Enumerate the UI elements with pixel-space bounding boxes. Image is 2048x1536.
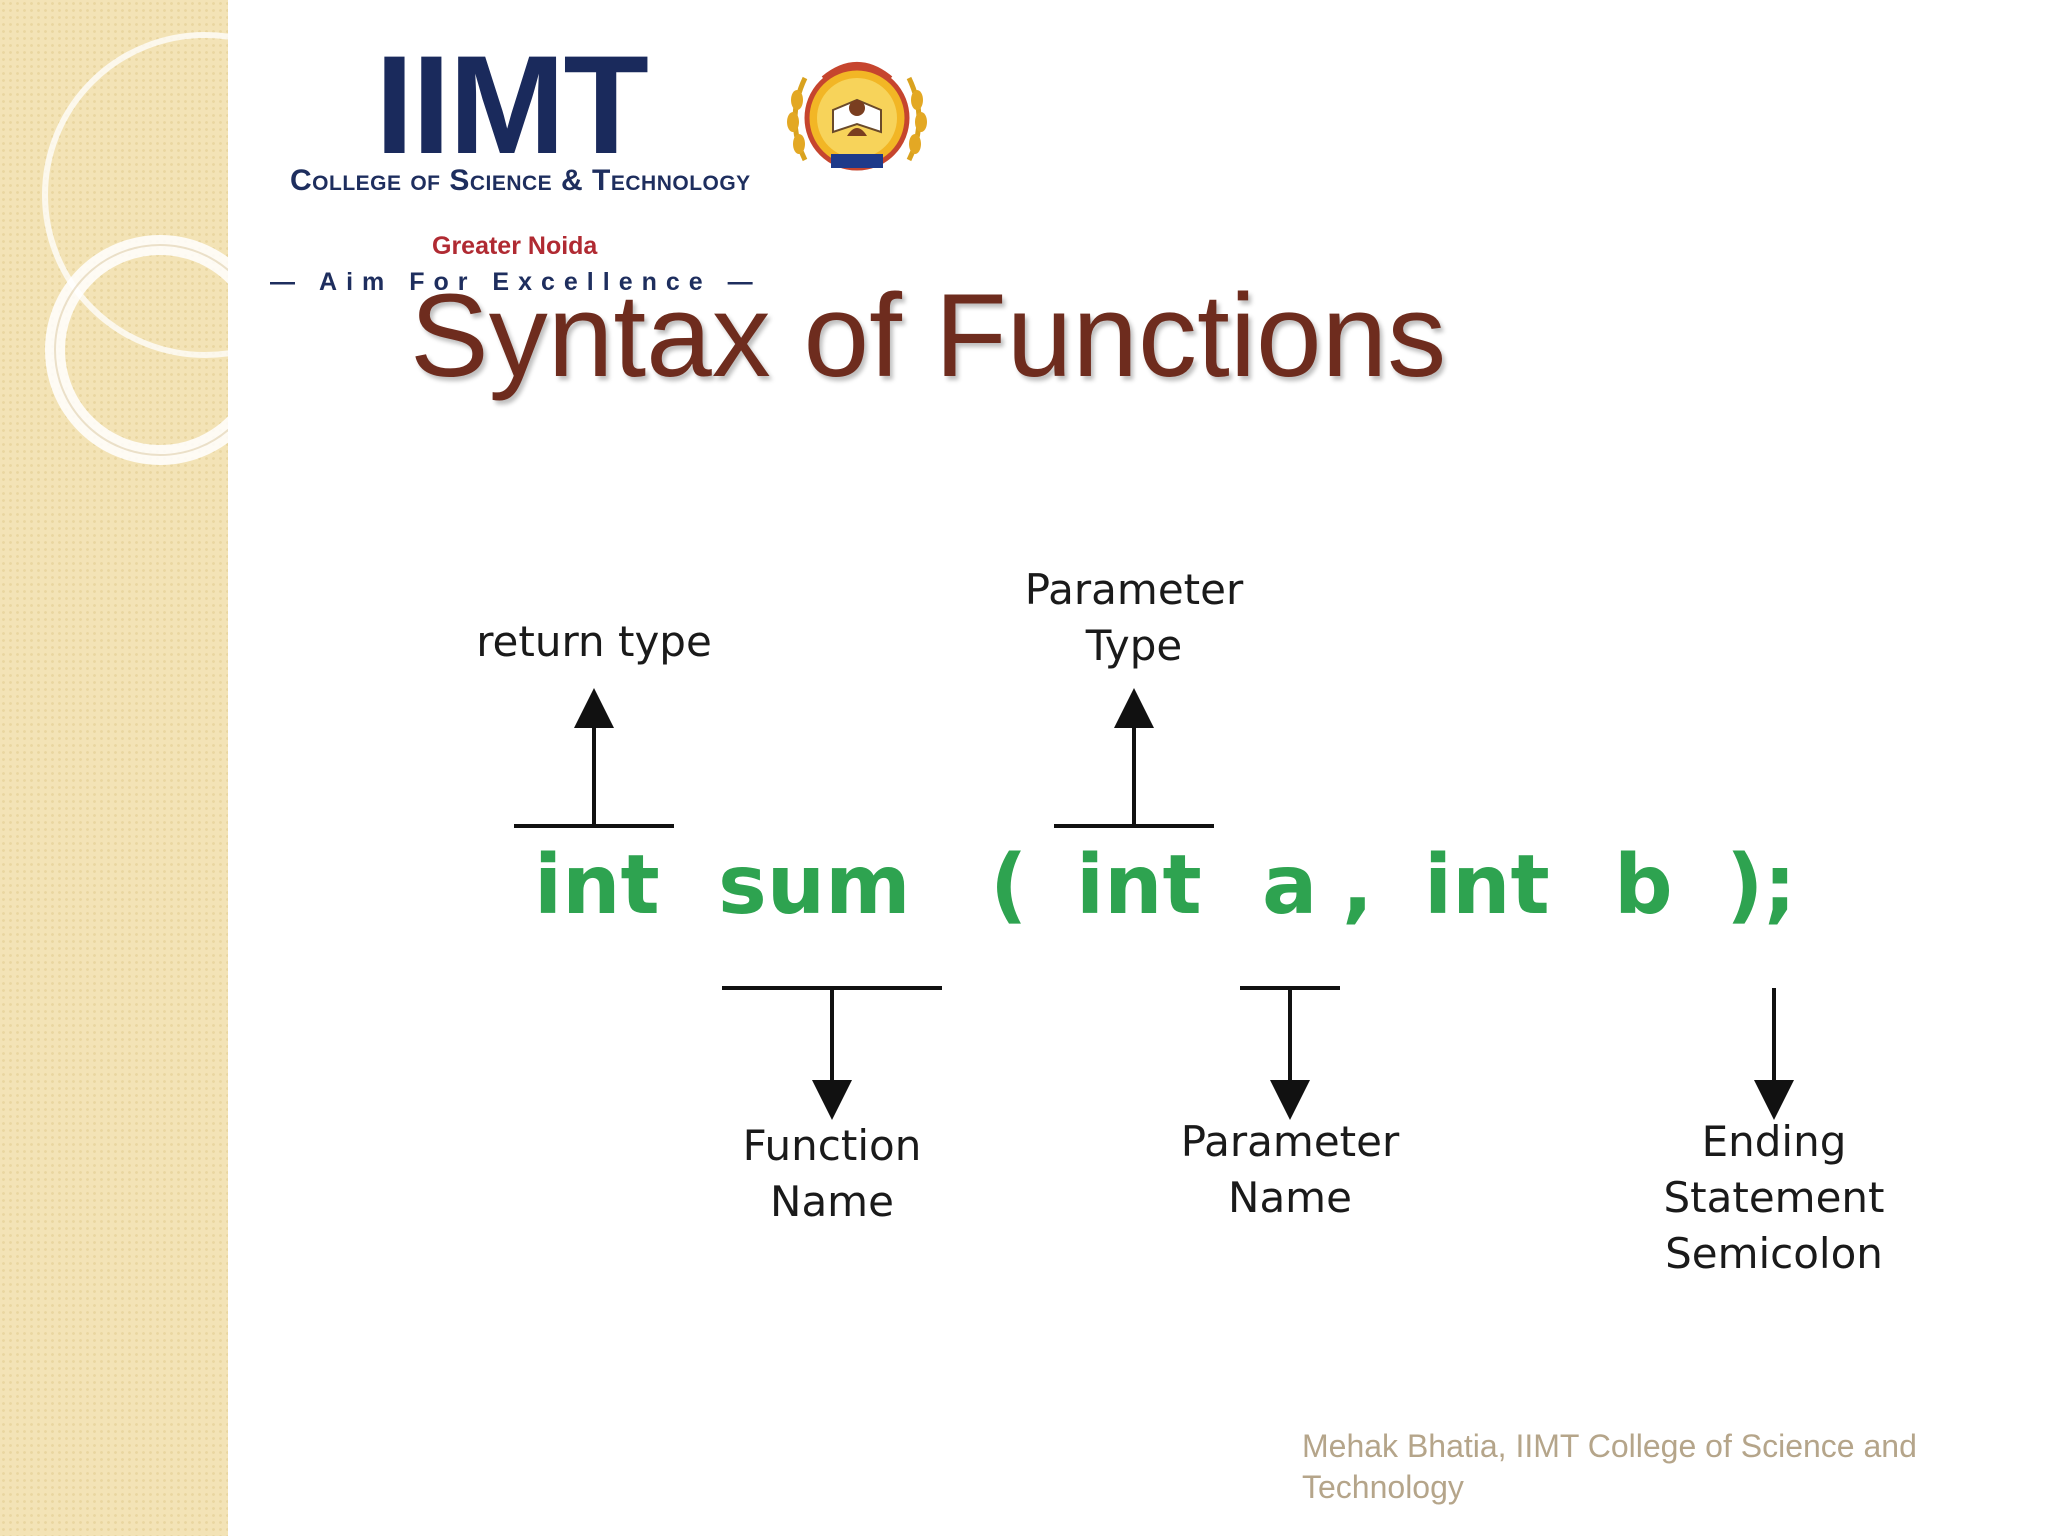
label-parameter-name: Parameter Name bbox=[1120, 1114, 1460, 1226]
code-token-param-name-1: a bbox=[1262, 836, 1317, 936]
code-token-param-type-1: int bbox=[1076, 836, 1202, 936]
label-ending-statement: Ending Statement Semicolon bbox=[1594, 1114, 1954, 1282]
label-parameter-type: Parameter Type bbox=[964, 562, 1304, 674]
code-token-close-semicolon: ); bbox=[1726, 836, 1796, 936]
code-token-param-name-2: b bbox=[1614, 836, 1673, 936]
code-token-param-type-2: int bbox=[1424, 836, 1550, 936]
code-token-return-type: int bbox=[534, 836, 660, 936]
code-token-comma: , bbox=[1342, 836, 1373, 936]
slide-footer: Mehak Bhatia, IIMT College of Science an… bbox=[1302, 1426, 1922, 1508]
code-token-function-name: sum bbox=[718, 836, 911, 936]
code-token-open-paren: ( bbox=[990, 836, 1027, 936]
label-return-type: return type bbox=[414, 614, 774, 670]
label-function-name: Function Name bbox=[662, 1118, 1002, 1230]
